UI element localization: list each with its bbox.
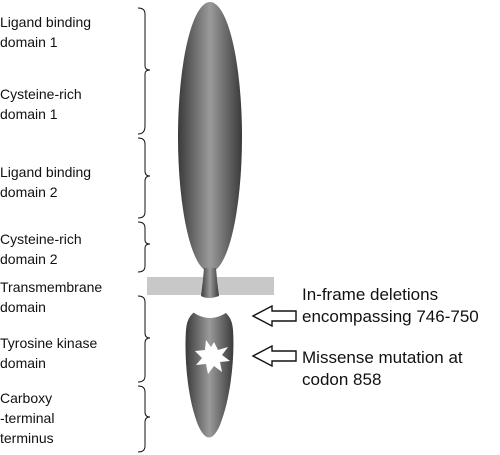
intracellular-region xyxy=(185,308,234,438)
arrow-left-icon-2 xyxy=(251,344,297,368)
brace-4 xyxy=(137,295,151,383)
label-carboxy-terminal-terminus: Carboxy -terminal terminus xyxy=(0,390,55,446)
brace-2 xyxy=(137,137,151,219)
extracellular-region xyxy=(178,2,242,272)
label-cysteine-rich-domain-2: Cysteine-rich domain 2 xyxy=(0,231,82,267)
brace-3 xyxy=(137,221,151,273)
domain-braces xyxy=(137,7,151,453)
annotation-missense-mutation: Missense mutation at codon 858 xyxy=(302,348,463,389)
label-tyrosine-kinase-domain: Tyrosine kinase domain xyxy=(0,335,98,371)
label-cysteine-rich-domain-1: Cysteine-rich domain 1 xyxy=(0,86,82,122)
arrow-left-icon-1 xyxy=(251,304,297,328)
label-ligand-binding-domain-1: Ligand binding domain 1 xyxy=(0,14,92,50)
brace-1 xyxy=(137,7,151,135)
label-ligand-binding-domain-2: Ligand binding domain 2 xyxy=(0,164,92,200)
deletion-gap xyxy=(190,304,230,318)
annotation-in-frame-deletions: In-frame deletions encompassing 746-750 xyxy=(302,285,479,326)
mutation-starburst-icon xyxy=(195,340,230,374)
transmembrane-segment xyxy=(201,268,219,298)
brace-5 xyxy=(137,385,151,453)
label-transmembrane-domain: Transmembrane domain xyxy=(0,279,103,315)
